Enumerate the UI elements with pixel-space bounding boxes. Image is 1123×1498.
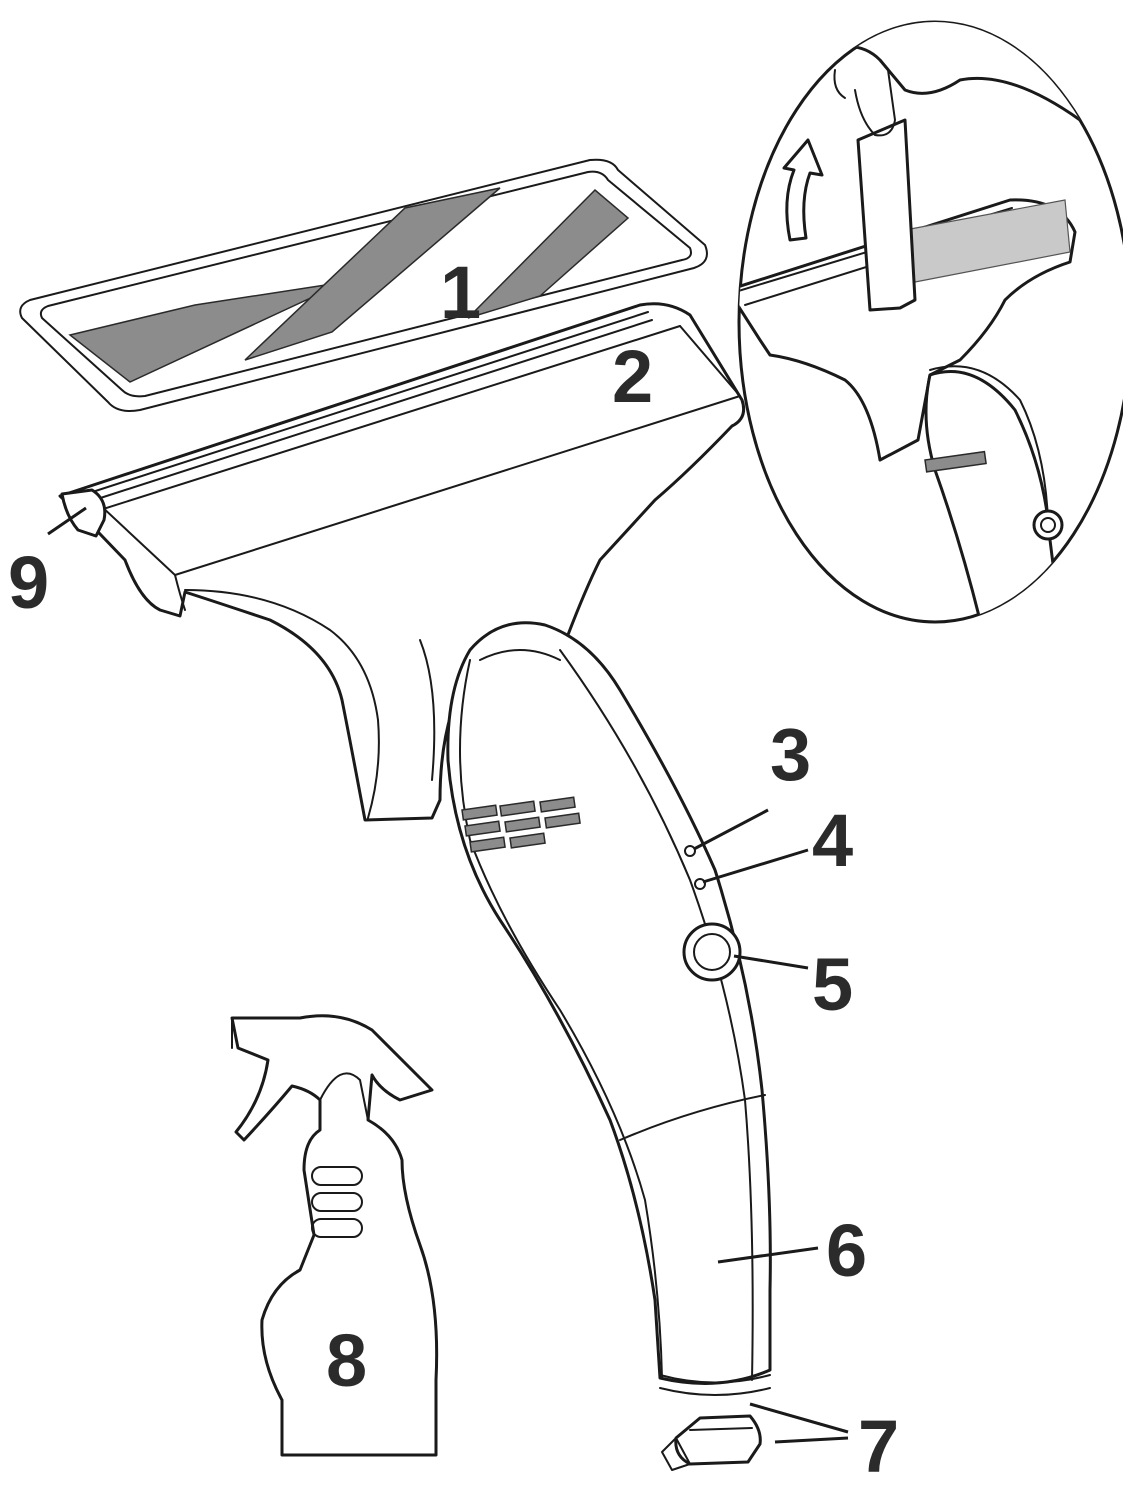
label-7: 7 bbox=[858, 1405, 899, 1488]
label-8: 8 bbox=[326, 1319, 367, 1402]
label-6: 6 bbox=[826, 1209, 867, 1292]
spray-bottle bbox=[230, 1014, 439, 1457]
indicator-light-3 bbox=[684, 845, 696, 857]
inset-detail bbox=[737, 20, 1123, 624]
handle-body bbox=[446, 621, 772, 1396]
label-4: 4 bbox=[812, 799, 853, 882]
microfiber-pad bbox=[19, 158, 708, 412]
curved-up-arrow-icon bbox=[782, 138, 824, 242]
vent-slots bbox=[461, 796, 581, 853]
label-3: 3 bbox=[770, 713, 811, 796]
indicator-light-4 bbox=[694, 878, 706, 890]
label-9: 9 bbox=[8, 541, 49, 624]
hand-icon bbox=[828, 22, 1123, 152]
squeegee-head bbox=[58, 302, 746, 822]
drain-plug bbox=[661, 1414, 762, 1471]
power-button[interactable] bbox=[682, 922, 742, 982]
label-1: 1 bbox=[440, 251, 481, 334]
label-2: 2 bbox=[612, 335, 653, 418]
label-5: 5 bbox=[812, 943, 853, 1026]
